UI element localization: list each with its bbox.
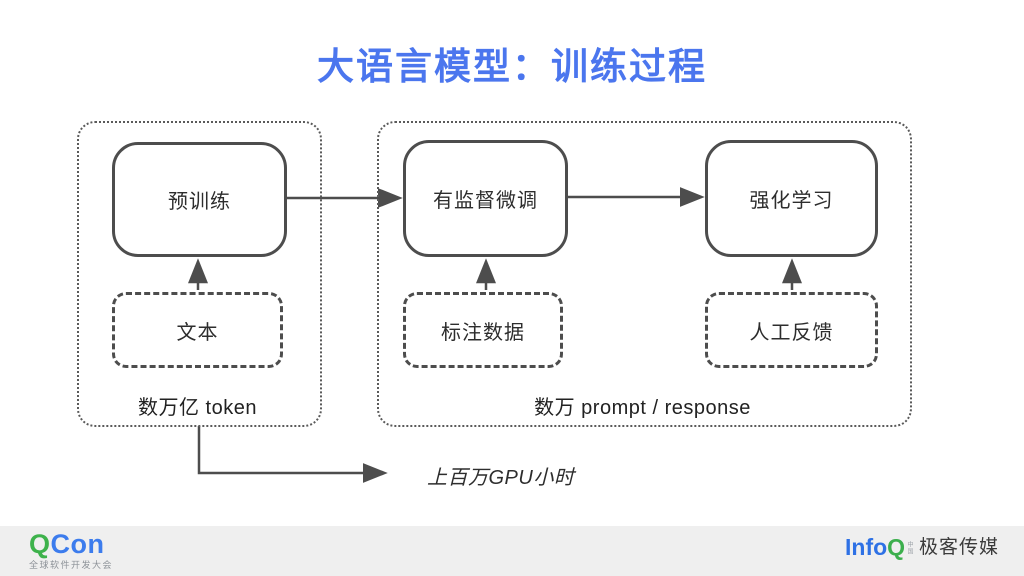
infoq-q-letter: Q [887,534,906,560]
finetune-group-container [377,121,912,427]
finetune-scale-label: 数万 prompt / response [534,397,751,419]
infoq-cn-mark: 中国 [906,540,913,555]
sft-box: 有监督微调 [403,140,568,257]
qcon-con-letters: Con [50,529,105,559]
pretrain-group-container [77,121,322,427]
arrow-pretrain-to-gpu-note-icon [197,426,388,483]
slide-title: 大语言模型：训练过程 [317,46,707,87]
infoq-media-label: 极客传媒 [919,537,1000,558]
rl-box: 强化学习 [705,140,878,257]
qcon-q-letter: Q [29,529,51,559]
qcon-logo: QCon 全球软件开发大会 [29,531,113,570]
labeled-data-box: 标注数据 [403,292,563,368]
qcon-wordmark: QCon [29,531,113,558]
infoq-info-letters: Info [845,534,888,560]
text-input-box: 文本 [112,292,283,368]
pretrain-box: 预训练 [112,142,287,257]
gpu-hours-note: 上百万GPU小时 [427,467,575,489]
human-feedback-box: 人工反馈 [705,292,878,368]
qcon-subtitle: 全球软件开发大会 [29,560,114,570]
pretrain-scale-label: 数万亿 token [138,397,257,419]
